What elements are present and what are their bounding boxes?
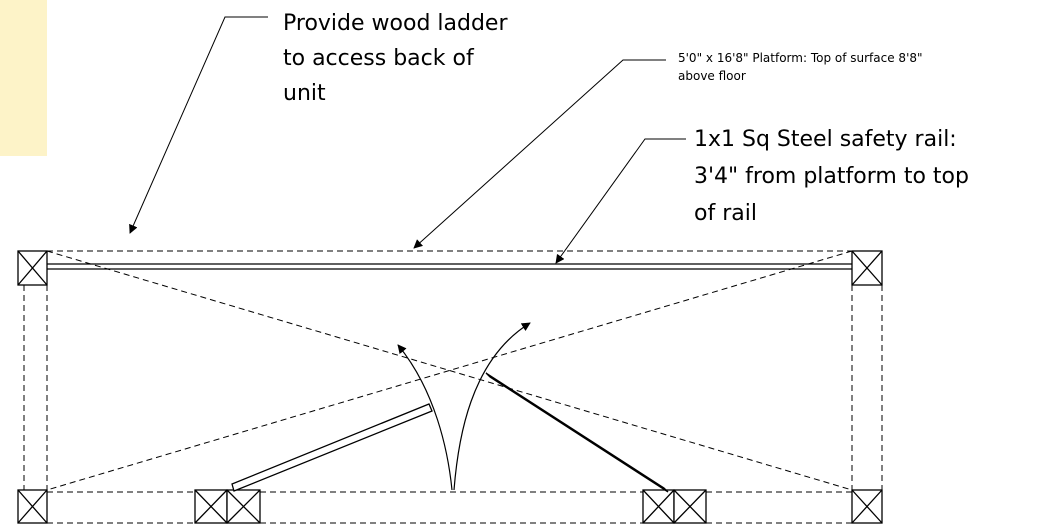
ladder-note-line: unit [283,81,326,106]
hinge-post-left-a [194,489,228,524]
hinge-post-right-a [642,489,675,524]
gate-swing-arc-right [453,322,531,491]
hinge-post-left-b [226,489,261,524]
margin-highlight [0,0,47,156]
hinge-post-right-b [673,489,707,524]
rail-note-line: 3'4" from platform to top [694,164,969,189]
safety-rail [47,263,852,270]
rail-leader [555,138,686,264]
gate-swing-arc-left [397,344,453,491]
corner-post-top-left [17,250,48,286]
corner-post-bottom-right [851,489,883,524]
platform-note-line: above floor [678,69,746,83]
platform-outline [23,250,883,524]
ladder-note: Provide wood ladder to access back of un… [283,11,515,106]
ladder-leader [129,16,268,234]
rail-note-line: 1x1 Sq Steel safety rail: [694,127,957,152]
rail-note: 1x1 Sq Steel safety rail: 3'4" from plat… [694,127,976,226]
gate-panel-left [231,403,433,492]
corner-post-top-right [851,250,883,286]
diagonal-bracing [46,250,853,491]
ladder-note-line: Provide wood ladder [283,11,508,36]
corner-post-bottom-left [17,489,48,524]
ladder-note-line: to access back of [283,46,475,71]
gate-panel-right [485,372,669,493]
platform-leader [413,59,666,249]
platform-note-line: 5'0" x 16'8" Platform: Top of surface 8'… [678,51,923,65]
rail-note-line: of rail [694,201,757,226]
platform-note: 5'0" x 16'8" Platform: Top of surface 8'… [678,51,926,83]
